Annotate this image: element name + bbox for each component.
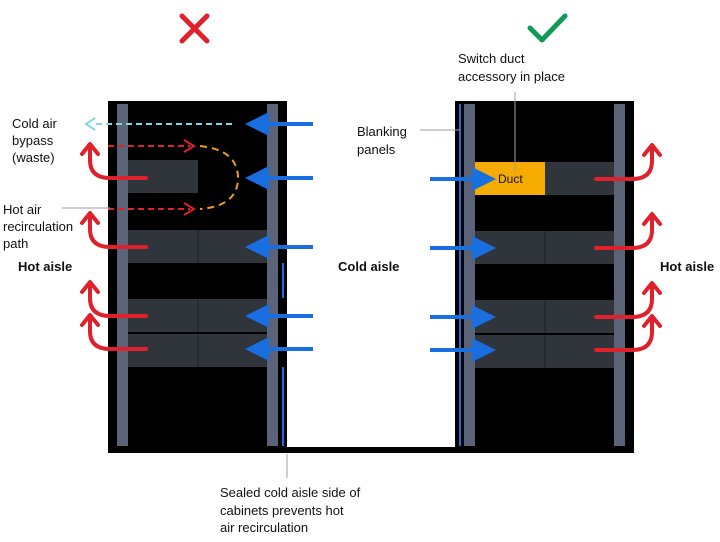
blanking-panels-label: Blanking panels	[357, 124, 411, 157]
left-cabinet	[108, 101, 287, 449]
right-cabinet: Duct	[455, 101, 634, 449]
sealed-note-label: Sealed cold aisle side of cabinets preve…	[220, 485, 364, 535]
right-cold-arrows	[430, 167, 496, 362]
right-hot-arrows	[594, 147, 654, 352]
leader-lines	[62, 92, 516, 478]
cold-air-bypass-label: Cold air bypass (waste)	[12, 116, 60, 165]
incorrect-x-icon	[179, 13, 210, 44]
left-hot-arrows	[88, 146, 148, 351]
cold-aisle-label: Cold aisle	[338, 259, 399, 274]
duct-label: Duct	[498, 172, 523, 186]
recirculation-path	[108, 139, 240, 216]
hot-aisle-left-label: Hot aisle	[18, 259, 72, 274]
left-cold-arrows	[245, 112, 313, 361]
hot-air-recirculation-label: Hot air recirculation path	[3, 202, 77, 251]
hot-aisle-right-label: Hot aisle	[660, 259, 714, 274]
floor-line	[108, 447, 634, 453]
correct-check-icon	[527, 13, 568, 43]
switch-duct-label: Switch duct accessory in place	[458, 51, 565, 84]
